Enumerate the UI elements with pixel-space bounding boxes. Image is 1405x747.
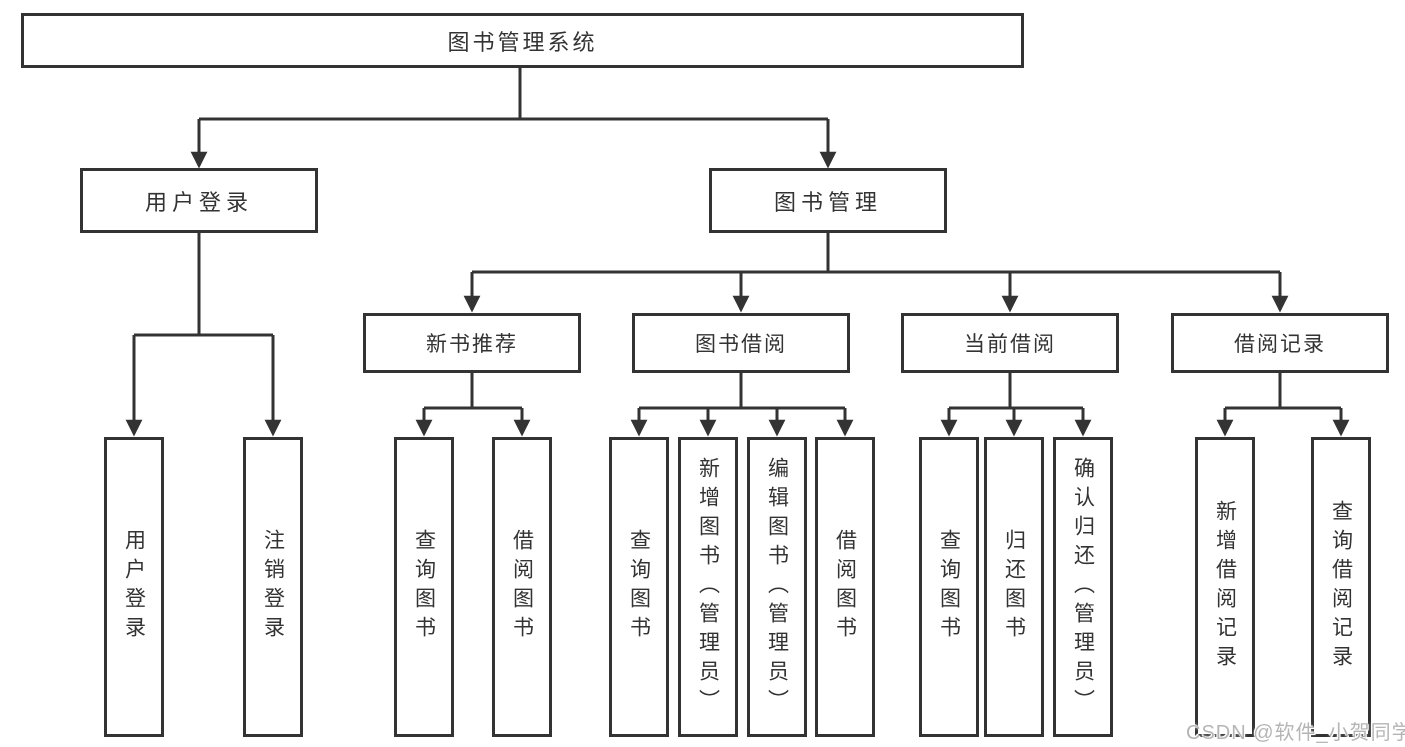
node-book-management: 图书管理: [709, 168, 947, 233]
node-user-login-group: 用户登录: [80, 168, 318, 233]
node-new-book-recommend: 新书推荐: [363, 313, 581, 373]
leaf-add-borrow-record: 新增借阅记录: [1195, 437, 1255, 737]
node-root-system: 图书管理系统: [21, 13, 1024, 68]
leaf-add-book-admin: 新增图书（管理员）: [678, 437, 738, 737]
watermark-csdn: CSDN @软件_小贺同学: [1186, 722, 1405, 744]
node-book-borrow: 图书借阅: [632, 313, 850, 373]
leaf-query-books-recommend: 查询图书: [394, 437, 454, 737]
leaf-query-borrow-record: 查询借阅记录: [1311, 437, 1371, 737]
leaf-query-books-current: 查询图书: [919, 437, 979, 737]
node-current-borrow: 当前借阅: [901, 313, 1119, 373]
leaf-query-books-borrow: 查询图书: [609, 437, 669, 737]
leaf-edit-book-admin: 编辑图书（管理员）: [747, 437, 807, 737]
leaf-logout: 注销登录: [243, 437, 303, 737]
node-borrow-records: 借阅记录: [1171, 313, 1389, 373]
leaf-borrow-books-recommend: 借阅图书: [492, 437, 552, 737]
leaf-return-book: 归还图书: [984, 437, 1044, 737]
leaf-borrow-books-borrow: 借阅图书: [815, 437, 875, 737]
leaf-user-login: 用户登录: [104, 437, 164, 737]
leaf-confirm-return-admin: 确认归还（管理员）: [1053, 437, 1113, 737]
tree-rail-lines: [134, 68, 1341, 410]
